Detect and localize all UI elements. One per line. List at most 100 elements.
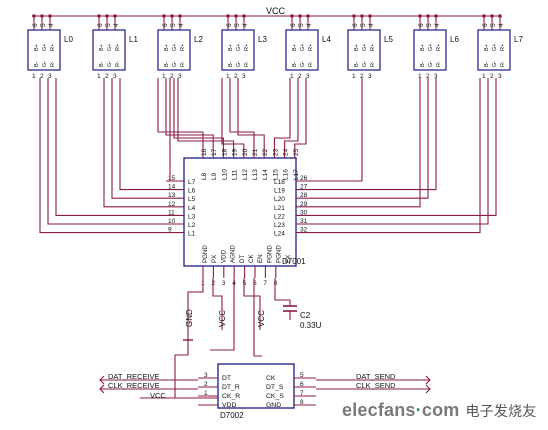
led-name: L3 [258, 35, 267, 44]
d7001-bottom-pin-name: CK [248, 254, 255, 263]
d7001-left-pin-name: L3 [188, 213, 196, 220]
net-vcc-bottom: VCC [150, 391, 166, 400]
d7001-bottom-pin-name: AGND [230, 245, 237, 263]
d7001-left-pin-name: L7 [188, 179, 196, 186]
vcc-mid-label-2: VCC [257, 310, 266, 327]
led-top-pin-name: B+ [292, 44, 298, 51]
led-top-pin-number: 4 [368, 23, 375, 27]
led-bottom-pin-number: 1 [226, 73, 230, 80]
vcc-wire-2 [243, 278, 261, 330]
led-bottom-pin-number: 1 [418, 73, 422, 80]
d7001-bottom-pin-number: 5 [243, 280, 247, 287]
led-bottom-pin-name: R- [308, 61, 314, 67]
led-bottom-pin-number: 2 [426, 73, 430, 80]
d7002-left-pin-name: DT [222, 375, 231, 382]
led-top-pin-name: R+ [436, 44, 442, 51]
wiring [32, 15, 500, 399]
d7001-bottom-pin-name: EN [257, 254, 264, 263]
led-body [285, 29, 319, 71]
d7001-left-pin-name: L4 [188, 205, 196, 212]
led-array: L06B+B-15G+G-24R+R-3L16B+B-15G+G-24R+R-3… [27, 14, 523, 80]
led-top-pin-name: R+ [500, 44, 506, 51]
led-to-chip-wire [173, 78, 224, 148]
led-top-pin-number: 4 [48, 23, 55, 27]
watermark-brand-right: com [421, 400, 460, 420]
led-top-pin-name: B+ [34, 44, 40, 51]
d7001-left-pin-number: 14 [168, 184, 176, 191]
led-bottom-pin-number: 2 [40, 73, 44, 80]
led-name: L1 [129, 35, 138, 44]
led-top-pin-number: 6 [162, 23, 169, 27]
d7002-right-pin-number: 6 [300, 381, 304, 388]
led-name: L7 [514, 35, 523, 44]
d7001-top-pin-name: L16 [283, 169, 290, 180]
d7001-top-pin-name: L15 [272, 169, 279, 180]
led-to-chip-wire [47, 78, 166, 225]
d7001-top-pin-name: L8 [201, 172, 208, 180]
led-top-pin-name: G+ [236, 44, 242, 52]
d7001-bottom-pin-name: PX [211, 255, 218, 263]
d7001-left-pin-number: 15 [168, 175, 176, 182]
net-dat-send: DAT_SEND [356, 372, 396, 381]
led-to-chip-wire [103, 78, 166, 208]
d7001-bottom-pin-number: 7 [263, 280, 267, 287]
led-top-pin-name: R+ [50, 44, 56, 51]
led-bottom-pin-number: 3 [434, 73, 438, 80]
d7001-bottom-pin-number: 3 [222, 280, 226, 287]
led-name: L6 [450, 35, 459, 44]
watermark-brand-left: elecfans [342, 400, 416, 420]
dt-wire [210, 278, 235, 351]
d7001-bottom-pin-name: DT [239, 255, 246, 263]
ck-wire [253, 278, 262, 357]
led-bottom-pin-number: 1 [352, 73, 356, 80]
led-body [157, 29, 191, 71]
led-bottom-pin-number: 2 [170, 73, 174, 80]
led-to-chip-wire [314, 78, 421, 208]
led-to-chip-wire [221, 78, 245, 148]
vcc-top-label: VCC [266, 6, 286, 16]
d7001-bottom-pin-name: VDD [220, 249, 227, 263]
gnd-bus [175, 340, 189, 356]
led-top-pin-name: B+ [420, 44, 426, 51]
led-top-pin-name: R+ [308, 44, 314, 51]
led-top-pin-number: 6 [97, 23, 104, 27]
led-bottom-pin-number: 2 [360, 73, 364, 80]
led-bottom-pin-name: G- [42, 61, 48, 67]
d7001-left-pin-name: L6 [188, 188, 196, 195]
led-body [92, 29, 126, 71]
led-bottom-pin-number: 3 [368, 73, 372, 80]
net-dat-send-arrow [425, 375, 431, 385]
net-dat-receive-arrow [99, 375, 105, 385]
led-bottom-pin-name: B- [164, 61, 170, 67]
vcc-mid-label-1: VCC [218, 310, 227, 327]
net-clk-send: CLK_SEND [356, 381, 396, 390]
net-dat-receive: DAT_RECEIVE [108, 372, 160, 381]
led-top-pin-number: 4 [113, 23, 120, 27]
led-bottom-pin-name: R- [436, 61, 442, 67]
d7001-left-pin-number: 9 [168, 227, 172, 234]
led-top-pin-number: 4 [242, 23, 249, 27]
led-top-pin-number: 5 [170, 23, 177, 27]
d7001-bottom-pin-number: 6 [253, 280, 257, 287]
led-top-pin-name: G+ [300, 44, 306, 52]
led-top-pin-number: 4 [498, 23, 505, 27]
led-top-pin-number: 6 [482, 23, 489, 27]
d7001-top-pin-number: 18 [221, 148, 228, 156]
led-to-chip-wire [237, 78, 265, 148]
led-to-chip-wire [273, 78, 291, 148]
led-body [221, 29, 255, 71]
led-bottom-pin-name: R- [115, 61, 121, 67]
led-top-pin-number: 6 [32, 23, 39, 27]
d7002-right-pin-name: GND [266, 402, 281, 409]
d7001-left-pin-number: 11 [168, 209, 175, 216]
d7001-top-pin-number: 25 [293, 148, 300, 156]
led-top-pin-name: R+ [180, 44, 186, 51]
led-to-chip-wire [229, 78, 255, 148]
led-to-chip-wire [157, 78, 204, 148]
led-top-pin-name: R+ [115, 44, 121, 51]
d7001-top-pin-number: 20 [242, 148, 249, 156]
led-top-pin-name: B+ [228, 44, 234, 51]
